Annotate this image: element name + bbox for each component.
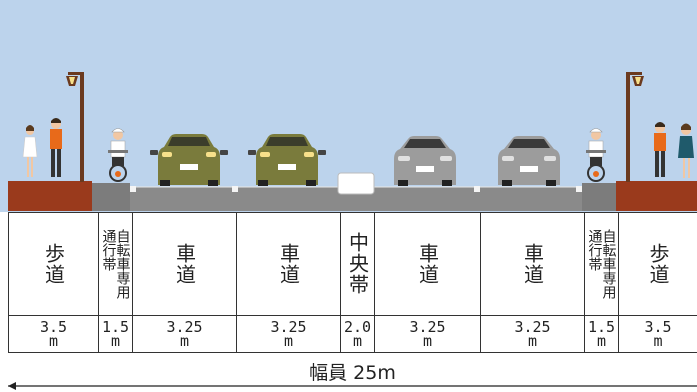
car-icon	[248, 134, 326, 186]
car-icon	[150, 134, 228, 186]
lane-name: 車道	[172, 242, 197, 285]
lane-name: 歩道	[41, 242, 66, 285]
lane-name-line: 自転車専用	[600, 228, 617, 299]
lane-mark	[576, 186, 582, 192]
lane-cell: 車道	[236, 212, 340, 315]
pedestrian-icon	[50, 118, 62, 177]
pedestrian-icon	[22, 125, 38, 177]
lane-name: 歩道	[646, 242, 670, 285]
lane-mark	[474, 186, 480, 192]
lane-name: 車道	[276, 242, 301, 285]
car-icon	[498, 136, 560, 186]
lane-name-line: 通行帯	[100, 228, 117, 271]
pedestrian-icon	[654, 122, 666, 177]
sidewalk-left	[8, 181, 92, 211]
total-width-label: 幅員 25m	[309, 362, 396, 384]
sidewalk-right	[616, 181, 697, 211]
street-lamp-icon	[66, 72, 84, 182]
lane-mark	[130, 186, 136, 192]
bike-lane-right	[582, 183, 616, 211]
dimension-arrow-icon	[8, 382, 697, 390]
lane-name: 中央帯	[345, 232, 370, 295]
table-border	[8, 352, 697, 353]
median-block-icon	[337, 172, 375, 195]
lane-cell: 自転車専用 通行帯	[98, 212, 132, 315]
total-width-row: 幅員 25m	[8, 352, 697, 392]
lane-mark	[232, 186, 238, 192]
table-border	[8, 315, 697, 316]
lane-cell: 車道	[374, 212, 480, 315]
lane-cell: 車道	[480, 212, 584, 315]
lane-width-table: 歩道 自転車専用 通行帯 車道 車道 中央帯 車道 車道 自転車専用 通行帯 歩…	[8, 212, 697, 392]
table-border	[8, 212, 697, 213]
lane-cell: 自転車専用 通行帯	[584, 212, 618, 315]
lane-cell: 歩道	[618, 212, 697, 315]
cyclist-icon	[586, 128, 606, 182]
lane-name-line: 自転車専用	[114, 228, 131, 299]
street-lamp-icon	[626, 72, 644, 182]
lane-name: 車道	[520, 242, 545, 285]
lane-cell: 中央帯	[340, 212, 374, 315]
car-icon	[394, 136, 456, 186]
pedestrian-icon	[678, 123, 694, 178]
lane-name-line: 通行帯	[586, 228, 603, 271]
road-cross-section-illustration	[0, 0, 697, 212]
cyclist-icon	[108, 128, 128, 182]
lane-cell: 車道	[132, 212, 236, 315]
bike-lane-left	[92, 183, 130, 211]
lane-name: 車道	[415, 242, 440, 285]
lane-cell: 歩道	[8, 212, 98, 315]
